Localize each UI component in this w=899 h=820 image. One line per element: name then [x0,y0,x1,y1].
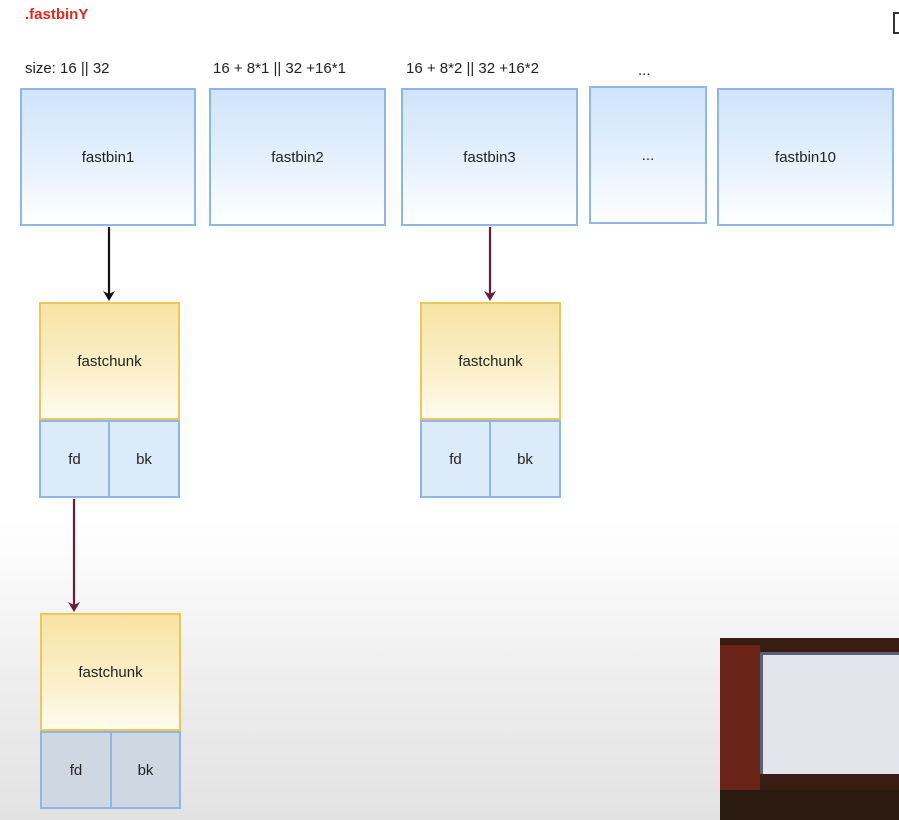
fastchunk-1-fd-cell: fd [39,420,110,498]
fastchunk-3-label: fastchunk [78,663,143,681]
fastchunk-2-label: fastchunk [458,352,523,370]
fastbin-2-label: fastbin2 [271,148,324,166]
size-label-ellipsis: ... [638,62,651,79]
video-inset-wall [720,645,760,790]
fastbin-10-box: fastbin10 [717,88,894,226]
fastchunk-1-bk-cell: bk [108,420,180,498]
fastbin-2-box: fastbin2 [209,88,386,226]
fastchunk-1: fastchunk [39,302,180,420]
fastbin-10-label: fastbin10 [775,148,836,166]
fastchunk-2-bk-label: bk [517,450,533,468]
fastchunk-2-fd-cell: fd [420,420,491,498]
fastchunk-3-bk-cell: bk [110,731,181,809]
fastchunk-1-label: fastchunk [77,352,142,370]
fastbin-1-label: fastbin1 [81,148,135,166]
size-label-2: 16 + 8*1 || 32 +16*1 [213,60,346,77]
fastchunk-1-fd-label: fd [68,450,81,468]
fastchunk-3-fd-cell: fd [40,731,112,809]
fastchunk-2-bk-cell: bk [489,420,561,498]
fastbin-ellipsis-label: ... [641,146,655,164]
size-label-3: 16 + 8*2 || 32 +16*2 [406,60,539,77]
fastchunk-3-fd-label: fd [69,761,83,779]
video-inset-floor [720,790,899,820]
fastbin-1-box: fastbin1 [20,88,196,226]
video-inset-screen [760,652,899,774]
fastchunk-1-bk-label: bk [136,450,152,468]
diagram-title: .fastbinY [25,6,89,23]
fastbin-3-box: fastbin3 [401,88,578,226]
fastbin-3-label: fastbin3 [463,148,516,166]
fastchunk-3-bk-label: bk [137,761,154,779]
fastchunk-2-fd-label: fd [449,450,462,468]
fastbin-ellipsis-box: ... [589,86,707,224]
size-label-1: size: 16 || 32 [25,60,110,77]
fastchunk-3: fastchunk [40,613,181,731]
fastchunk-2: fastchunk [420,302,561,420]
bracket-icon [893,12,899,34]
